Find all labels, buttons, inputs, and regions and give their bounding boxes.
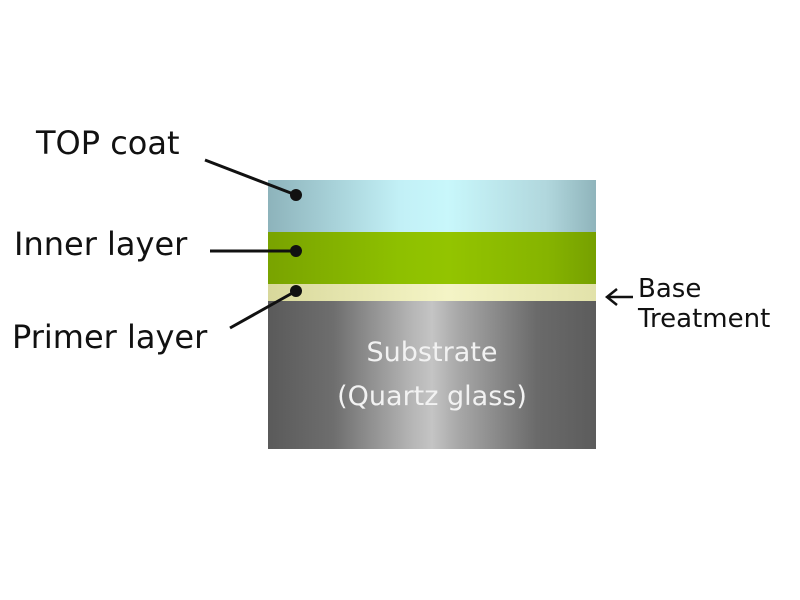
inner-layer-label: Inner layer <box>14 225 188 263</box>
primer-layer-label: Primer layer <box>12 318 208 356</box>
substrate-label: Substrate <box>366 337 498 368</box>
base-treatment-label: Base Treatment <box>638 274 770 334</box>
base-treatment-arrow <box>604 288 633 306</box>
base-treatment-label-line1: Base <box>638 274 702 304</box>
base-treatment-label-line2: Treatment <box>638 304 771 334</box>
top-coat-layer <box>268 180 596 232</box>
inner-layer-band <box>268 232 596 284</box>
primer-layer-band <box>268 284 596 301</box>
substrate-block: Substrate (Quartz glass) <box>268 301 596 449</box>
substrate-material-label: (Quartz glass) <box>337 381 527 412</box>
top-coat-label: TOP coat <box>36 124 180 162</box>
